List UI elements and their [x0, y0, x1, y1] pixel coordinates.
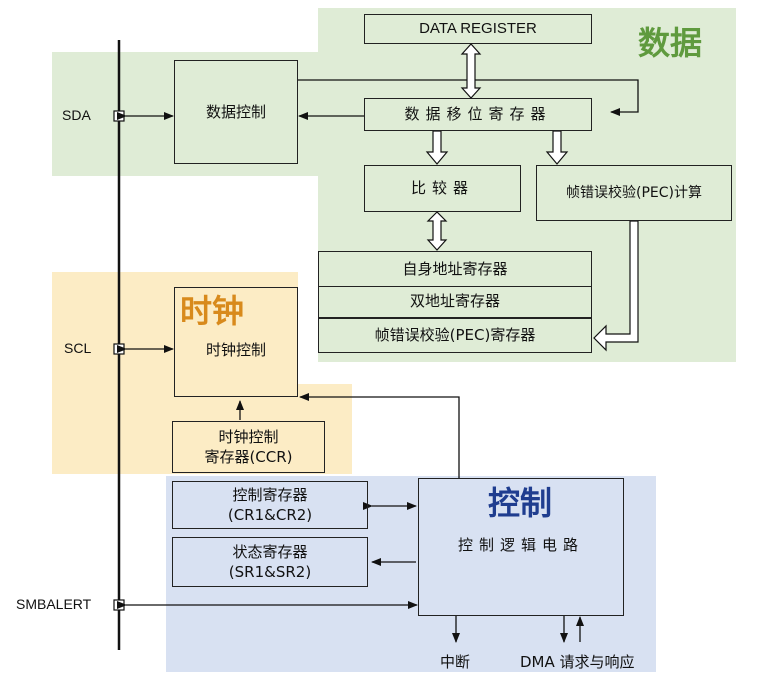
scl-pin-square: [113, 343, 125, 355]
ccr-line2: 寄存器(CCR): [204, 448, 293, 466]
control-logic-label: 控制逻辑电路: [457, 535, 584, 554]
smbalert-label: SMBALERT: [16, 596, 92, 612]
status-register-box: 状态寄存器 (SR1&SR2): [172, 537, 368, 587]
data-region: [318, 8, 736, 362]
shift-register-box: 数据移位寄存器: [364, 98, 592, 131]
control-register-line1: 控制寄存器: [232, 485, 308, 504]
smbalert-pin-square: [113, 599, 125, 611]
pec-calc-box: 帧错误校验(PEC)计算: [536, 165, 732, 221]
clock-region: [52, 272, 298, 474]
dual-address-register-box: 双地址寄存器: [318, 286, 592, 318]
control-logic-box: 控制逻辑电路: [418, 478, 624, 616]
sda-label: SDA: [62, 107, 91, 123]
data-control-box: 数据控制: [174, 60, 298, 164]
pec-register-box: 帧错误校验(PEC)寄存器: [318, 318, 592, 353]
clock-region-title: 时钟: [180, 292, 245, 330]
clock-control-box: 时钟控制: [174, 287, 298, 397]
data-register-box: DATA REGISTER: [364, 14, 592, 44]
comparator-box: 比较器: [364, 165, 521, 212]
ccr-box: 时钟控制 寄存器(CCR): [172, 421, 325, 473]
interrupt-label: 中断: [440, 653, 471, 671]
control-region-title: 控制: [488, 484, 553, 522]
own-address-register-box: 自身地址寄存器: [318, 251, 592, 287]
control-register-box: 控制寄存器 (CR1&CR2): [172, 481, 368, 529]
control-register-line2: (CR1&CR2): [227, 506, 313, 524]
status-register-line2: (SR1&SR2): [228, 563, 312, 581]
ccr-line1: 时钟控制: [218, 427, 279, 446]
sda-pin-square: [113, 110, 125, 122]
scl-label: SCL: [64, 340, 92, 356]
data-region-title: 数据: [638, 24, 703, 62]
dma-label: DMA 请求与响应: [520, 653, 635, 671]
data-region-left: [52, 52, 322, 176]
status-register-line1: 状态寄存器: [232, 542, 308, 561]
clock-control-label: 时钟控制: [205, 340, 266, 359]
